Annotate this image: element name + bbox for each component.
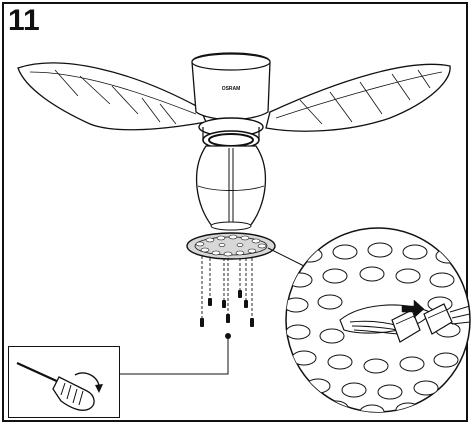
inset-leader-line [120, 336, 229, 375]
connector-plug-left [391, 309, 421, 343]
zoom-detail [285, 227, 471, 413]
screwdriver-icon [16, 361, 103, 411]
glass-shade [195, 145, 267, 231]
cover-plate [186, 232, 276, 260]
light-ring [198, 117, 264, 150]
screws [200, 290, 254, 339]
screwdriver-inset [8, 346, 120, 418]
connect-arrow-icon [401, 299, 425, 319]
fan-blade-left [17, 62, 207, 131]
connector-plug-right [423, 303, 470, 335]
brand-label: OSRAM [222, 86, 241, 92]
step-number: 11 [8, 4, 40, 37]
zoom-leader-line [267, 247, 309, 269]
screw-guides [201, 256, 253, 318]
fan-blade-right [265, 63, 451, 132]
motor-housing: OSRAM [191, 52, 271, 121]
